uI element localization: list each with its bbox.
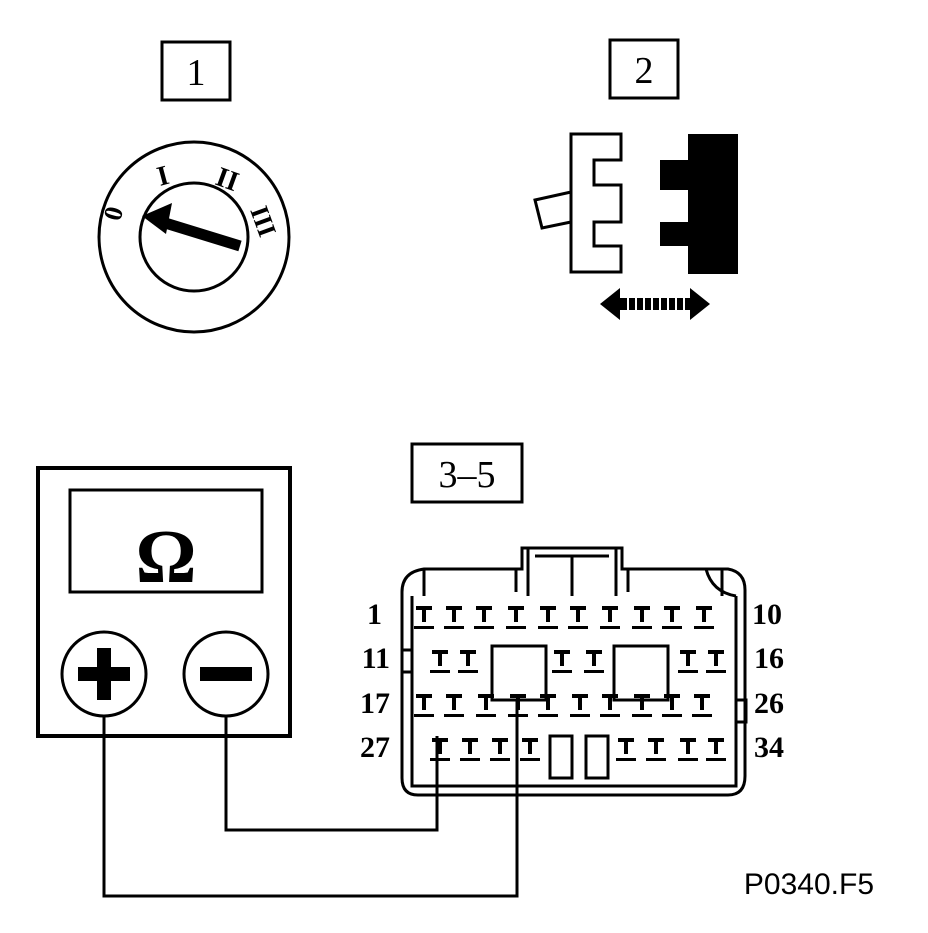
connector-pin (460, 738, 480, 761)
ignition-switch-icon: 0 I II III (97, 140, 291, 334)
connector-pin (458, 650, 478, 673)
double-arrow-icon (600, 288, 710, 320)
connector-pin (538, 694, 558, 717)
connector-pin (616, 738, 636, 761)
row-label-34: 34 (754, 731, 784, 764)
connector-pin (646, 738, 666, 761)
connector-pin (430, 650, 450, 673)
svg-text:1: 1 (187, 52, 206, 94)
connector-pin (662, 606, 682, 629)
connector-face (400, 546, 748, 797)
row-label-10: 10 (752, 598, 782, 631)
minus-terminal (182, 630, 270, 718)
meter-display (68, 488, 264, 594)
position-2-label: II (212, 161, 243, 198)
connector-pin (662, 694, 682, 717)
connector-pin (584, 650, 604, 673)
row-label-17: 17 (360, 687, 390, 720)
row-label-26: 26 (754, 687, 784, 720)
connector-pin (444, 694, 464, 717)
row-label-27: 27 (360, 731, 390, 764)
row-labels: 1 11 17 27 10 16 26 34 (360, 598, 784, 764)
step-2-label: 2 (608, 38, 680, 100)
connector-pins (414, 606, 726, 761)
connector-pin (678, 738, 698, 761)
connector-pin (600, 606, 620, 629)
test-leads (102, 700, 519, 898)
plus-terminal (60, 630, 148, 718)
connector-pin (570, 694, 590, 717)
svg-text:2: 2 (635, 50, 654, 92)
connector-disconnect-icon (533, 132, 738, 320)
connector-pin (474, 606, 494, 629)
row-label-16: 16 (754, 642, 784, 675)
row-label-11: 11 (362, 642, 390, 675)
connector-pin (508, 694, 528, 717)
connector-pin (632, 694, 652, 717)
figure-code: P0340.F5 (744, 868, 874, 901)
connector-pin (444, 606, 464, 629)
connector-pin (694, 606, 714, 629)
connector-pin (506, 606, 526, 629)
step-1-label: 1 (160, 40, 232, 102)
connector-pin (430, 738, 450, 761)
step-3-5-label: 3–5 (410, 442, 524, 504)
connector-pin (568, 606, 588, 629)
connector-pin (414, 606, 434, 629)
connector-pin (600, 694, 620, 717)
ohm-symbol: Ω (136, 515, 197, 599)
position-3-label: III (244, 202, 282, 240)
svg-text:3–5: 3–5 (439, 454, 496, 496)
negative-lead (224, 716, 439, 832)
connector-pin (678, 650, 698, 673)
position-0-label: 0 (98, 203, 129, 223)
connector-pin (552, 650, 572, 673)
connector-pin (692, 694, 712, 717)
position-1-label: I (154, 160, 173, 193)
connector-pin (632, 606, 652, 629)
positive-lead (102, 700, 519, 898)
connector-pin (520, 738, 540, 761)
connector-pin (706, 738, 726, 761)
row-label-1: 1 (367, 598, 382, 631)
ohmmeter: Ω (36, 466, 292, 738)
connector-pin (476, 694, 496, 717)
connector-pin (538, 606, 558, 629)
connector-pin (414, 694, 434, 717)
connector-pin (490, 738, 510, 761)
connector-pin (706, 650, 726, 673)
